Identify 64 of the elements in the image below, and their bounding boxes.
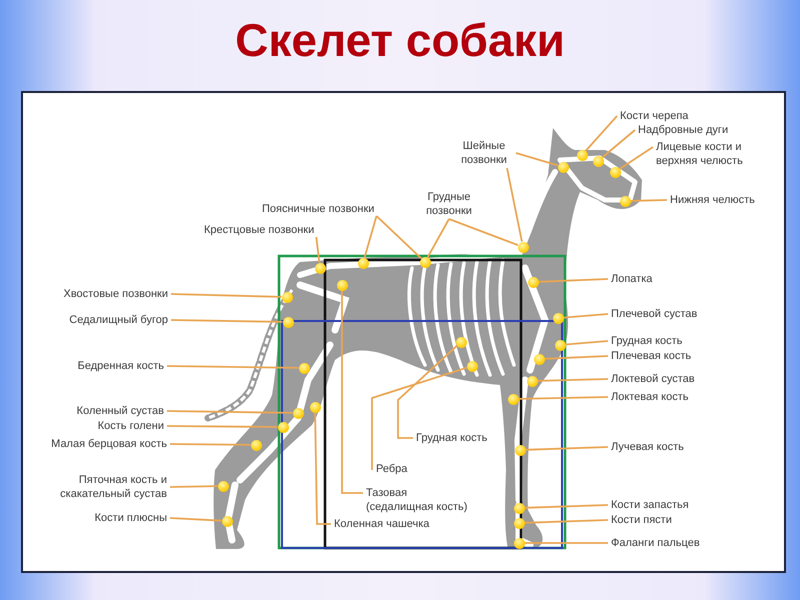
title: Скелет собаки bbox=[235, 13, 565, 68]
bone-label: Кости черепа bbox=[620, 109, 688, 123]
bone-label: Кости пясти bbox=[611, 513, 672, 527]
leader-line bbox=[565, 340, 608, 346]
bone-label: Тазовая (седалищная кость) bbox=[366, 486, 468, 514]
bone-label: Ребра bbox=[376, 462, 408, 476]
bone-label: Поясничные позвонки bbox=[262, 202, 374, 216]
bone-label: Бедренная кость bbox=[78, 359, 164, 373]
bone-label: Грудная кость bbox=[611, 334, 682, 348]
bone-label: Кости плюсны bbox=[94, 511, 167, 525]
leader-line bbox=[166, 410, 293, 414]
bone-label: Плечевой сустав bbox=[611, 307, 698, 321]
bone-label: Надбровные дуги bbox=[638, 123, 728, 137]
leader-line bbox=[376, 215, 422, 259]
leader-line bbox=[170, 485, 218, 488]
bone-label: Фаланги пальцев bbox=[611, 536, 700, 550]
leader-line bbox=[524, 504, 608, 509]
leader-line bbox=[544, 355, 608, 360]
bone-label: Лицевые кости и верхняя челюсть bbox=[656, 140, 744, 168]
leader-line bbox=[630, 199, 668, 202]
bone-label: Грудные позвонки bbox=[425, 190, 473, 218]
leader-line bbox=[167, 425, 278, 428]
bone-label: Нижняя челюсть bbox=[670, 193, 755, 207]
leader-line bbox=[371, 366, 468, 470]
leader-line bbox=[448, 218, 518, 246]
leader-line bbox=[315, 236, 320, 263]
leader-line bbox=[166, 365, 299, 369]
leader-line bbox=[170, 293, 282, 298]
leader-line bbox=[524, 519, 608, 524]
bone-label: Крестцовые позвонки bbox=[204, 223, 314, 237]
leader-line bbox=[602, 129, 636, 158]
leader-line bbox=[170, 517, 222, 522]
leader-line bbox=[585, 115, 618, 152]
bone-label: Пяточная кость и скакательный сустав bbox=[59, 473, 167, 501]
leader-line bbox=[364, 216, 378, 258]
leader-line bbox=[538, 278, 608, 283]
leader-line bbox=[619, 146, 654, 170]
leader-line bbox=[341, 290, 363, 494]
leader-line bbox=[426, 218, 450, 258]
leader-line bbox=[314, 412, 331, 525]
leader-line bbox=[537, 378, 608, 382]
leader-line bbox=[170, 319, 283, 323]
leader-line bbox=[506, 168, 523, 242]
leader-line bbox=[170, 443, 250, 446]
bone-label: Хвостовые позвонки bbox=[64, 287, 168, 301]
leader-line bbox=[397, 345, 458, 439]
bone-label: Шейные позвонки bbox=[460, 139, 508, 167]
bone-label: Кость голени bbox=[98, 419, 164, 433]
bone-label: Локтевая кость bbox=[611, 390, 688, 404]
bone-label: Коленная чашечка bbox=[334, 517, 430, 531]
bone-label: Кости запастья bbox=[611, 498, 689, 512]
bone-label: Седалищный бугор bbox=[69, 313, 168, 327]
bone-label: Локтевой сустав bbox=[611, 372, 695, 386]
bone-label: Грудная кость bbox=[416, 431, 488, 445]
bone-label: Лопатка bbox=[611, 272, 652, 286]
bone-label: Малая берцовая кость bbox=[51, 437, 167, 451]
leader-line bbox=[525, 446, 608, 451]
bone-label: Коленный сустав bbox=[76, 404, 164, 418]
leader-line bbox=[524, 542, 608, 544]
leader-line bbox=[563, 313, 608, 318]
leader-line bbox=[518, 396, 608, 400]
leader-line bbox=[516, 152, 558, 166]
bone-label: Лучевая кость bbox=[611, 440, 684, 454]
bone-label: Плечевая кость bbox=[611, 349, 692, 363]
